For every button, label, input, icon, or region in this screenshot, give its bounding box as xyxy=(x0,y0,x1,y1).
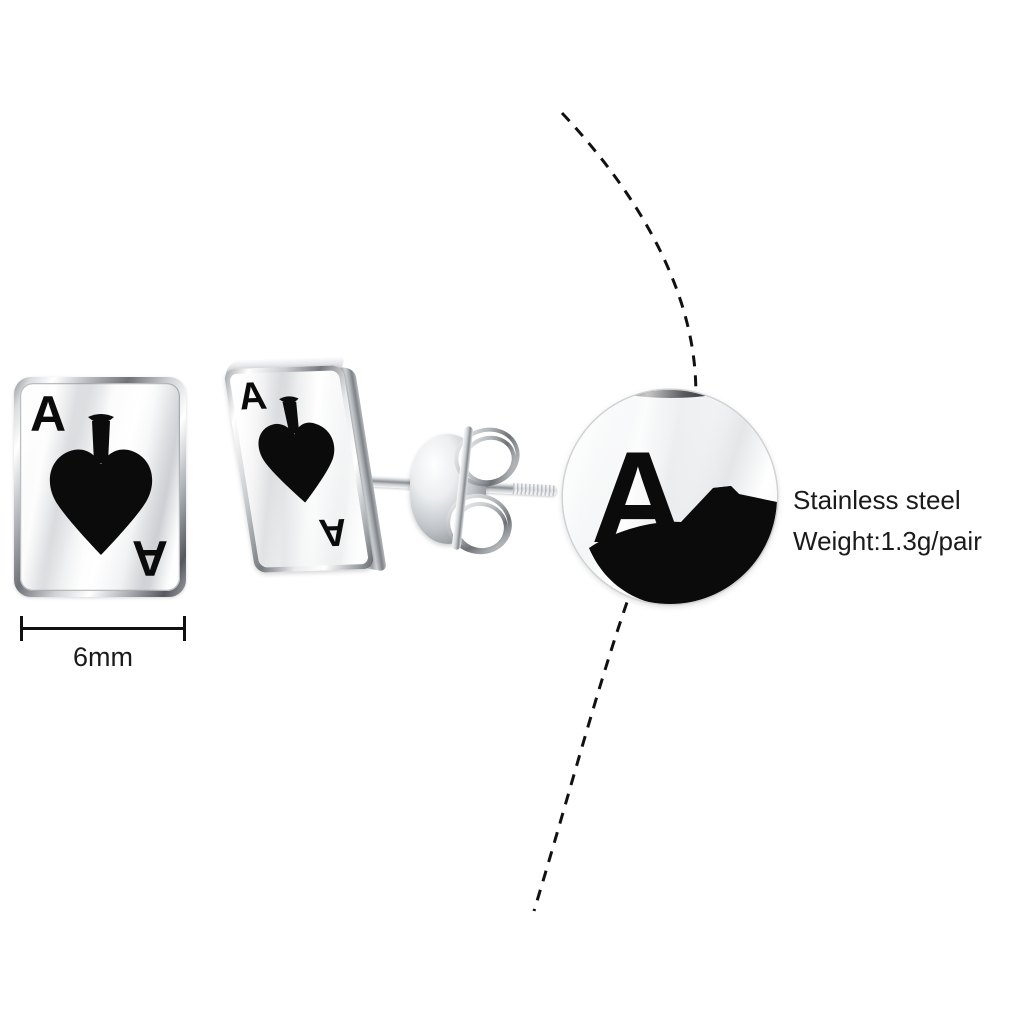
ace-card-angled: A A xyxy=(222,356,387,573)
spec-weight: Weight:1.3g/pair xyxy=(793,526,982,556)
card-letter-a-top: A xyxy=(30,386,66,442)
spec-material: Stainless steel xyxy=(793,485,961,515)
card-angled-letter-a-bottom-glyph: A xyxy=(316,510,350,554)
card-angled-letter-a-top: A xyxy=(235,375,269,419)
card-letter-a-bottom-glyph: A xyxy=(132,530,168,586)
card-angled-panel: A A xyxy=(223,365,375,573)
magnified-detail-circle: A xyxy=(563,390,777,604)
earring-angled-view: A A xyxy=(222,352,562,612)
card-spade-symbol xyxy=(49,414,153,555)
card-angled-letter-a-bottom: A xyxy=(316,510,350,554)
detail-spade-fragment xyxy=(589,486,777,604)
card-angled-spade xyxy=(258,396,335,503)
card-angled-letter-a-top-glyph: A xyxy=(235,375,269,419)
size-measure-bar xyxy=(20,616,186,641)
size-measure-label: 6mm xyxy=(73,642,133,672)
product-spec-text: Stainless steel Weight:1.3g/pair xyxy=(793,480,1018,562)
measure-cap-left xyxy=(20,616,23,641)
measure-cap-right xyxy=(183,616,186,641)
card-letter-a-bottom: A xyxy=(132,530,168,586)
butterfly-clutch-back xyxy=(400,419,532,562)
ace-card-front-view: A A xyxy=(14,377,186,597)
card-letter-a-top-glyph: A xyxy=(30,386,66,442)
